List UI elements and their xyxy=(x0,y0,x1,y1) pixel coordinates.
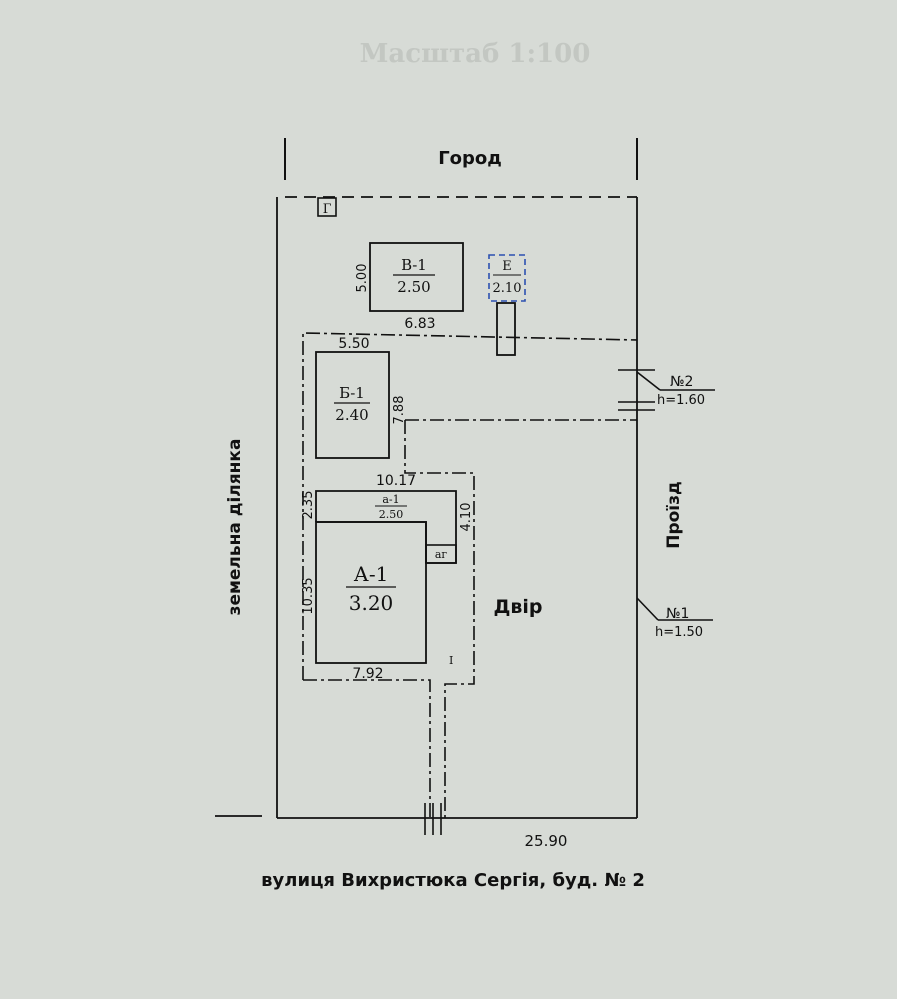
dim-annex-width: 10.17 xyxy=(376,473,416,489)
marker-g: Г xyxy=(323,202,332,217)
dim-a-height: 10.35 xyxy=(301,577,316,614)
roman-one: I xyxy=(449,654,453,667)
building-a xyxy=(315,521,427,664)
gate-1-height: h=1.50 xyxy=(655,625,703,640)
annex-a-height: 2.50 xyxy=(379,508,404,521)
fences xyxy=(302,332,638,820)
gate-2-height: h=1.60 xyxy=(657,393,705,408)
building-e xyxy=(488,254,526,302)
passage-label: Проїзд xyxy=(664,481,684,549)
building-e-height: 2.10 xyxy=(493,281,522,296)
gate-2-label: №2 xyxy=(670,374,693,390)
building-b-label: Б-1 xyxy=(339,384,365,402)
dim-plot-width: 25.90 xyxy=(525,832,568,850)
entrance-marks xyxy=(424,803,442,835)
gate-1 xyxy=(636,597,713,621)
faint-scale-title: Масштаб 1:100 xyxy=(360,39,591,69)
building-v xyxy=(369,242,464,312)
building-e-label: Е xyxy=(502,259,512,274)
building-b xyxy=(315,351,390,459)
building-a-label: А-1 xyxy=(354,562,389,586)
plot-boundary xyxy=(215,196,638,819)
dim-b-width: 5.50 xyxy=(338,336,369,352)
building-v-label: В-1 xyxy=(401,256,427,274)
dim-v-height: 5.00 xyxy=(355,264,370,293)
building-a-height: 3.20 xyxy=(349,591,394,615)
gate-1-label: №1 xyxy=(666,606,689,622)
marker-g-box xyxy=(317,197,337,217)
street-label: вулиця Вихристюка Сергія, буд. № 2 xyxy=(261,870,645,891)
neighbor-plot-label: земельна ділянка xyxy=(225,439,245,616)
dim-v-width: 6.83 xyxy=(404,316,435,332)
dim-b-height: 7.88 xyxy=(392,396,407,425)
dim-annex-right: 4.10 xyxy=(459,503,474,532)
dim-a-width: 7.92 xyxy=(352,666,383,682)
building-e-annex xyxy=(496,302,516,356)
building-b-height: 2.40 xyxy=(335,406,368,424)
gate-2 xyxy=(618,369,715,411)
building-v-height: 2.50 xyxy=(397,278,430,296)
annex-ag: аг xyxy=(435,548,448,561)
dim-annex-left: 2.35 xyxy=(301,491,316,520)
garden-label: Город xyxy=(438,148,502,169)
yard-label: Двір xyxy=(493,596,542,618)
annex-a-label: а-1 xyxy=(382,493,399,506)
